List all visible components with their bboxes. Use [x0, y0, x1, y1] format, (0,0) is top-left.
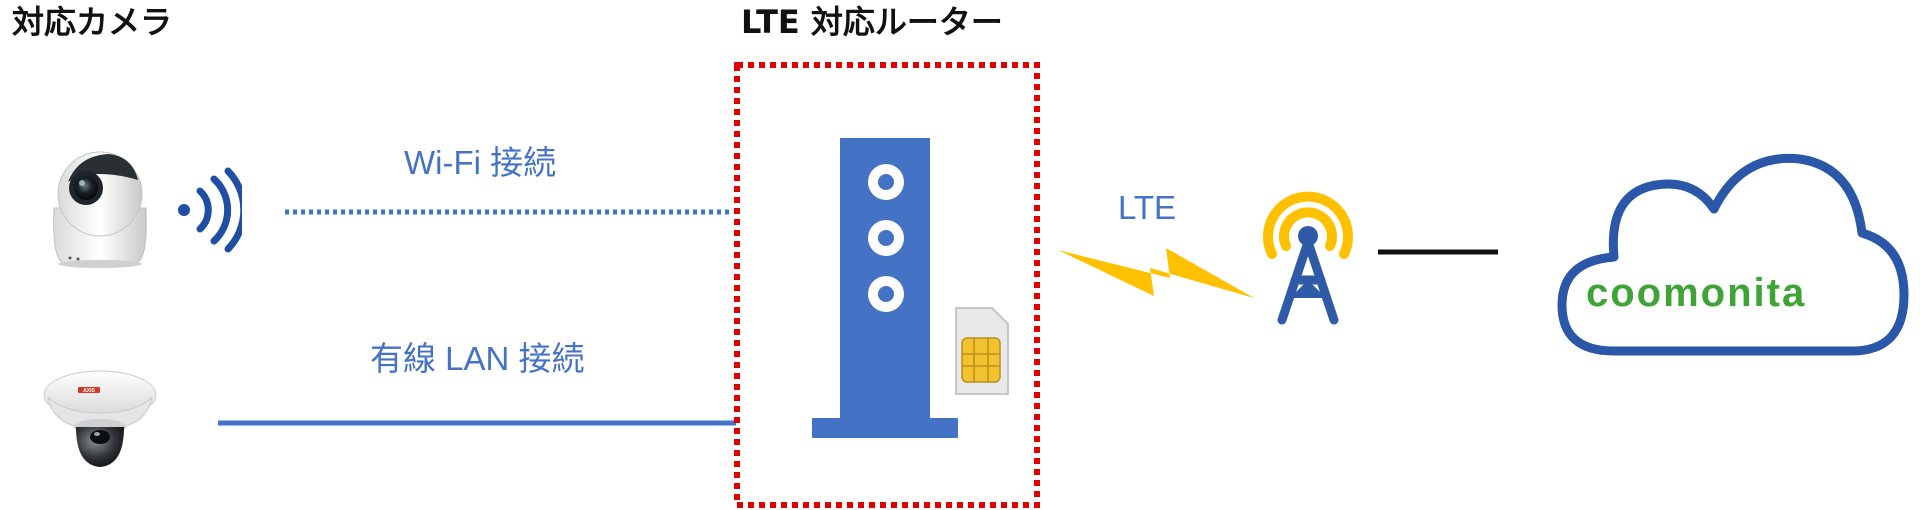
wired-connection-label: 有線 LAN 接続 — [370, 340, 585, 377]
wifi-signal-icon — [178, 167, 242, 253]
axis-logo: AXIS — [83, 388, 95, 394]
router-icon — [812, 138, 958, 438]
cloud-icon — [1557, 153, 1909, 356]
router-heading: LTE 対応ルーター — [741, 3, 1003, 41]
dome-camera-icon — [53, 151, 147, 268]
cloud-brand-logo: coomonita — [1586, 271, 1806, 316]
cameras-heading: 対応カメラ — [12, 3, 173, 41]
tower-cloud-link-line — [1378, 249, 1498, 255]
lte-connection-label: LTE — [1118, 189, 1177, 226]
antenna-tower-icon — [1263, 191, 1353, 325]
wifi-connection-line — [285, 209, 733, 215]
cloud-brand-text: coomonita — [1586, 271, 1807, 315]
wifi-connection-label: Wi-Fi 接続 — [404, 144, 557, 181]
ptz-camera-icon: AXIS — [43, 370, 157, 467]
wired-connection-line — [218, 420, 736, 426]
router-highlight-frame — [734, 62, 1040, 508]
lightning-icon — [1058, 248, 1254, 298]
sim-card-icon — [955, 307, 1009, 395]
